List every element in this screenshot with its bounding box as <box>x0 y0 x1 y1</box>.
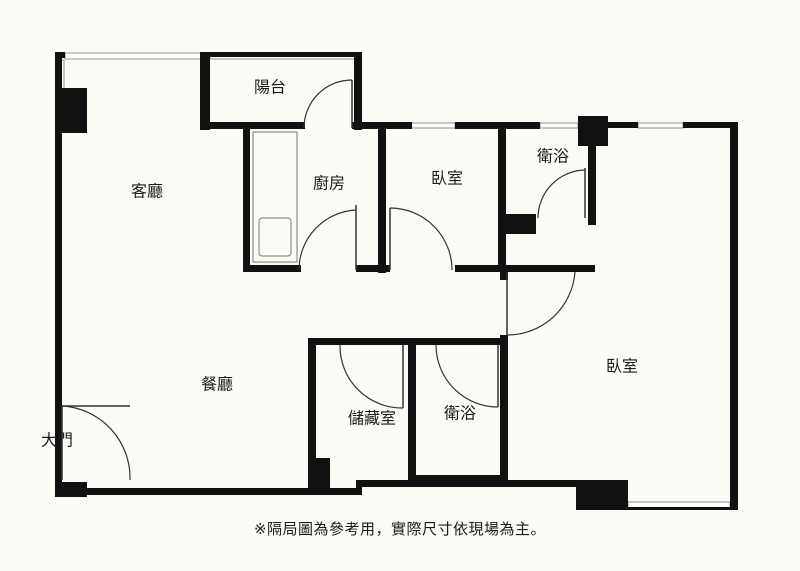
door-bedroom-2 <box>506 271 576 336</box>
windows <box>57 52 731 509</box>
window-bathroom-1 <box>539 122 579 129</box>
door-balcony <box>303 79 353 129</box>
door-bathroom-1 <box>537 168 586 219</box>
door-bathroom-2 <box>435 344 499 408</box>
label-bathroom-1: 衛浴 <box>537 147 569 166</box>
window-top-left <box>64 52 204 60</box>
window-bedroom-2-top <box>637 122 684 129</box>
door-storage <box>339 344 404 409</box>
kitchen-counter <box>252 131 298 263</box>
door-main <box>61 405 131 481</box>
label-living-room: 客廳 <box>131 182 163 201</box>
label-dining-room: 餐廳 <box>201 375 233 394</box>
label-balcony: 陽台 <box>254 78 286 97</box>
door-bedroom-1 <box>389 207 453 271</box>
door-kitchen <box>298 205 357 271</box>
room-labels: 陽台 客廳 廚房 臥室 衛浴 餐廳 儲藏室 衛浴 臥室 大門 <box>41 78 638 450</box>
label-kitchen: 廚房 <box>313 174 345 193</box>
label-main-door: 大門 <box>41 431 73 450</box>
window-bedroom-1 <box>409 122 456 129</box>
label-bathroom-2: 衛浴 <box>444 404 476 423</box>
label-bedroom-2: 臥室 <box>606 357 638 376</box>
walls <box>55 52 738 510</box>
doors <box>61 79 586 481</box>
disclaimer-note: ※隔局圖為參考用，實際尺寸依現場為主。 <box>253 520 547 538</box>
label-storage-room: 儲藏室 <box>348 409 396 428</box>
label-bedroom-1: 臥室 <box>431 169 463 188</box>
